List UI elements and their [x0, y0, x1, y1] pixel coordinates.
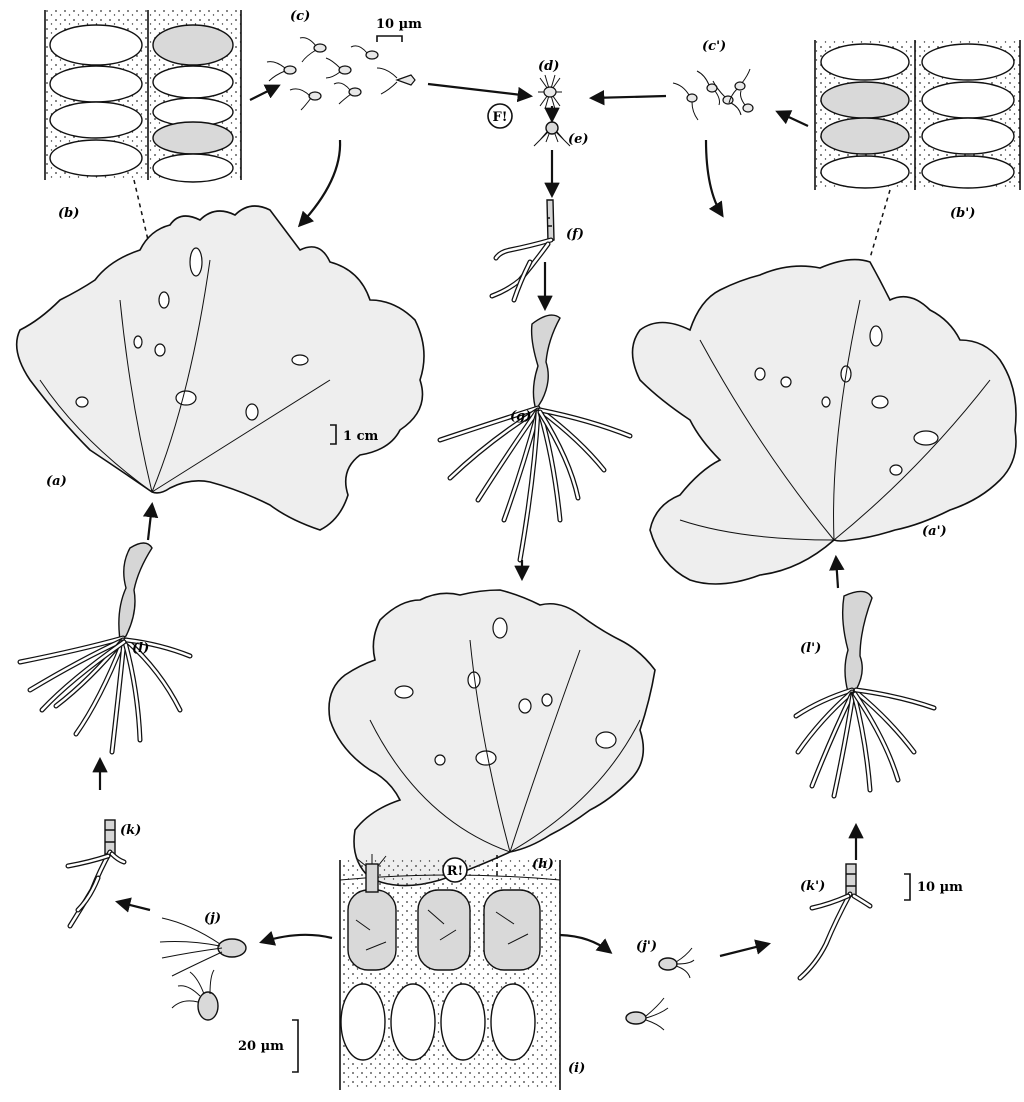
label-i: (i)	[568, 1061, 585, 1076]
label-k-prime: (k')	[800, 879, 825, 894]
label-b: (b)	[58, 206, 79, 221]
young-plant-g	[440, 315, 630, 560]
label-e: (e)	[568, 132, 589, 147]
scale-label-gametes: 10 µm	[376, 17, 422, 32]
young-plant-l	[20, 543, 190, 752]
label-f: (f)	[566, 227, 584, 242]
sporangia-section-i	[340, 854, 560, 1090]
label-l-prime: (l')	[800, 641, 821, 656]
scale-label-germlings: 10 µm	[917, 880, 963, 895]
label-j-prime: (j')	[636, 939, 657, 954]
gametangia-section-b-prime	[815, 40, 1020, 190]
label-a: (a)	[46, 474, 67, 489]
scale-bar-gametes: 10 µm	[376, 17, 422, 42]
label-b-prime: (b')	[950, 206, 975, 221]
young-plant-l-prime	[796, 591, 934, 796]
scale-bar-germlings: 10 µm	[904, 874, 963, 900]
germling-k	[68, 820, 124, 926]
label-k: (k)	[120, 823, 141, 838]
label-l: (l)	[132, 641, 149, 656]
thallus-a	[17, 206, 424, 530]
label-c: (c)	[290, 9, 310, 24]
zoospores-j	[160, 918, 246, 1020]
fusing-gametes-d	[538, 75, 562, 109]
label-j: (j)	[204, 911, 221, 926]
fertilization-label: F!	[493, 110, 508, 125]
scale-label-thallus: 1 cm	[343, 429, 378, 444]
thallus-h	[329, 590, 655, 886]
scale-label-tissue: 20 µm	[238, 1039, 284, 1054]
reduction-label: R!	[447, 864, 464, 879]
fertilization-marker: F!	[488, 104, 512, 128]
gametangia-section-b	[45, 10, 241, 182]
zoospores-j-prime	[626, 948, 694, 1030]
label-g: (g)	[510, 409, 531, 424]
scale-bar-tissue: 20 µm	[238, 1020, 298, 1072]
label-d: (d)	[538, 59, 559, 74]
connector-b-a	[134, 180, 148, 240]
label-a-prime: (a')	[922, 524, 947, 539]
zygote-e	[534, 122, 570, 146]
thallus-a-prime	[633, 260, 1017, 584]
gametes-c-prime	[673, 69, 753, 120]
connector-b-prime-a-prime	[870, 190, 890, 258]
label-h: (h)	[532, 857, 554, 872]
label-c-prime: (c')	[702, 39, 726, 54]
gametes-c	[267, 38, 415, 110]
reduction-marker: R!	[443, 858, 467, 882]
